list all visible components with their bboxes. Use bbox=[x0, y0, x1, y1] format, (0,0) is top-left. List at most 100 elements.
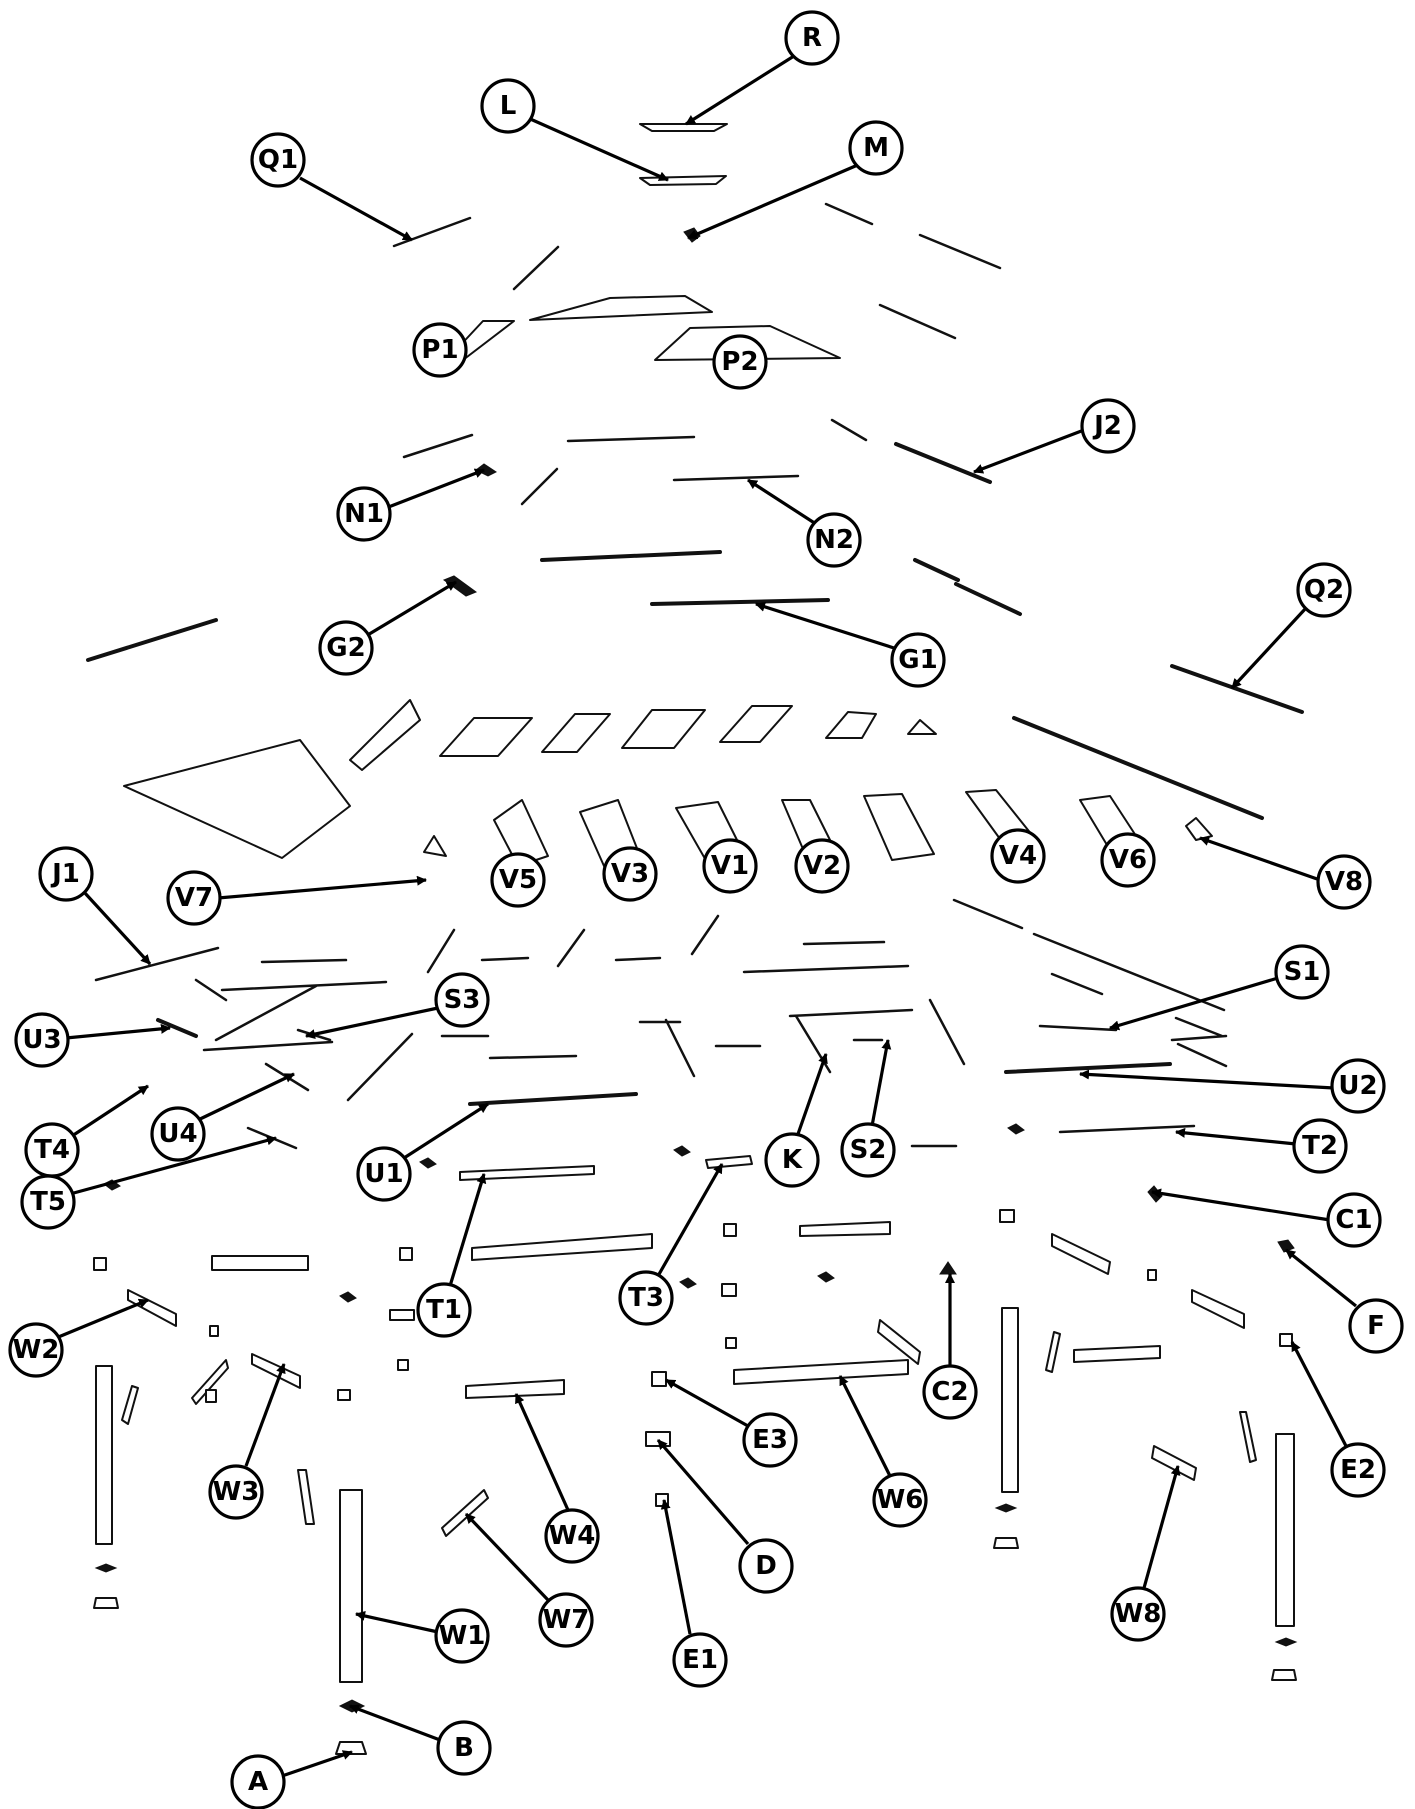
svg-text:E3: E3 bbox=[752, 1425, 788, 1455]
part-bar bbox=[742, 964, 910, 974]
part-bar bbox=[1050, 972, 1104, 996]
part-bar bbox=[480, 956, 530, 962]
svg-text:V7: V7 bbox=[175, 883, 213, 913]
part-bar bbox=[664, 1018, 696, 1078]
part-slat-v7 bbox=[423, 835, 447, 857]
part-anchor bbox=[94, 1563, 118, 1573]
callout-w7: W7 bbox=[464, 1512, 594, 1648]
callout-u2: U2 bbox=[1079, 1058, 1386, 1114]
callout-e2: E2 bbox=[1290, 1341, 1386, 1498]
svg-text:P2: P2 bbox=[721, 347, 758, 377]
svg-text:Q1: Q1 bbox=[258, 145, 298, 175]
svg-text:V1: V1 bbox=[711, 851, 749, 881]
part-bar bbox=[824, 202, 874, 226]
part-slat-small bbox=[907, 719, 937, 735]
svg-text:U2: U2 bbox=[1338, 1071, 1377, 1101]
part-bar bbox=[1174, 1016, 1224, 1038]
callout-w8: W8 bbox=[1110, 1465, 1181, 1642]
part-slat-panel bbox=[825, 711, 877, 739]
svg-text:G1: G1 bbox=[898, 645, 937, 675]
part-bar bbox=[918, 233, 1002, 270]
part-bracket bbox=[442, 575, 478, 597]
part-bar bbox=[94, 946, 220, 982]
callout-v4: V4 bbox=[990, 828, 1046, 884]
part-beam-w4 bbox=[465, 1379, 565, 1399]
part-bar bbox=[954, 582, 1022, 616]
part-bar bbox=[520, 467, 559, 506]
svg-text:L: L bbox=[500, 91, 517, 121]
part-slat-panel bbox=[719, 705, 793, 743]
part-bar bbox=[194, 978, 228, 1002]
part-bar bbox=[1032, 932, 1226, 1012]
svg-text:W4: W4 bbox=[549, 1521, 596, 1551]
callout-p1: P1 bbox=[412, 322, 468, 378]
callout-v2: V2 bbox=[794, 838, 850, 894]
part-cap-top bbox=[639, 123, 728, 132]
callout-t5: T5 bbox=[20, 1135, 277, 1230]
callout-e3: E3 bbox=[665, 1378, 798, 1468]
callout-c1: C1 bbox=[1151, 1188, 1382, 1248]
part-bracket bbox=[93, 1257, 107, 1271]
svg-text:M: M bbox=[863, 133, 889, 163]
part-beam-w2 bbox=[127, 1289, 177, 1327]
part-beam bbox=[799, 1221, 891, 1237]
part-beam-w7 bbox=[441, 1489, 489, 1537]
part-bar bbox=[156, 1018, 198, 1038]
part-clip-c2 bbox=[939, 1261, 957, 1275]
callout-r: R bbox=[685, 10, 840, 126]
part-bar bbox=[426, 928, 456, 974]
part-bar bbox=[788, 1008, 914, 1018]
svg-text:J1: J1 bbox=[50, 859, 80, 889]
part-bracket bbox=[999, 1209, 1015, 1223]
part-bar bbox=[1176, 1042, 1228, 1068]
svg-text:P1: P1 bbox=[421, 335, 458, 365]
part-clip bbox=[1007, 1123, 1025, 1135]
part-slat-center bbox=[863, 793, 935, 861]
svg-text:V3: V3 bbox=[611, 859, 649, 889]
callout-j2: J2 bbox=[973, 398, 1136, 474]
part-bar bbox=[214, 984, 318, 1042]
part-bar bbox=[392, 216, 472, 248]
svg-text:S3: S3 bbox=[444, 985, 481, 1015]
part-bar bbox=[1170, 1034, 1228, 1042]
callout-v3: V3 bbox=[602, 846, 658, 902]
part-post-w1 bbox=[339, 1489, 363, 1683]
callout-n1: N1 bbox=[336, 468, 485, 542]
svg-text:W6: W6 bbox=[877, 1485, 924, 1515]
callout-u3: U3 bbox=[14, 1012, 171, 1068]
svg-text:U3: U3 bbox=[22, 1025, 61, 1055]
callout-v1: V1 bbox=[702, 838, 758, 894]
part-bar bbox=[1004, 1062, 1172, 1074]
part-beam-w6 bbox=[733, 1359, 909, 1385]
callout-k: K bbox=[764, 1053, 828, 1188]
part-bar bbox=[556, 928, 586, 968]
part-beam-t3 bbox=[705, 1155, 753, 1169]
callout-q2: Q2 bbox=[1230, 562, 1352, 690]
part-bracket bbox=[1147, 1269, 1157, 1281]
svg-text:T4: T4 bbox=[34, 1135, 70, 1165]
callout-s2: S2 bbox=[840, 1039, 896, 1178]
part-bracket bbox=[399, 1247, 413, 1261]
part-bar bbox=[794, 1014, 832, 1074]
callout-b: B bbox=[349, 1704, 492, 1776]
part-bar bbox=[566, 435, 696, 443]
part-bar bbox=[488, 1054, 578, 1060]
part-bar bbox=[1038, 1024, 1118, 1032]
callout-v7: V7 bbox=[166, 870, 427, 926]
part-brace bbox=[121, 1385, 139, 1425]
part-bar bbox=[260, 958, 348, 964]
part-foot bbox=[93, 1597, 119, 1609]
part-slat-v5 bbox=[493, 799, 549, 867]
part-bar bbox=[830, 418, 868, 442]
part-bar bbox=[86, 618, 218, 662]
part-bracket bbox=[389, 1309, 415, 1321]
part-foot bbox=[1271, 1669, 1297, 1681]
part-bar bbox=[1170, 664, 1304, 714]
part-panel-top bbox=[529, 295, 713, 321]
part-bracket bbox=[725, 1337, 737, 1349]
part-bracket bbox=[337, 1389, 351, 1401]
part-beam bbox=[211, 1255, 309, 1271]
svg-text:V2: V2 bbox=[803, 851, 841, 881]
svg-text:W7: W7 bbox=[543, 1605, 590, 1635]
svg-text:J2: J2 bbox=[1092, 411, 1122, 441]
